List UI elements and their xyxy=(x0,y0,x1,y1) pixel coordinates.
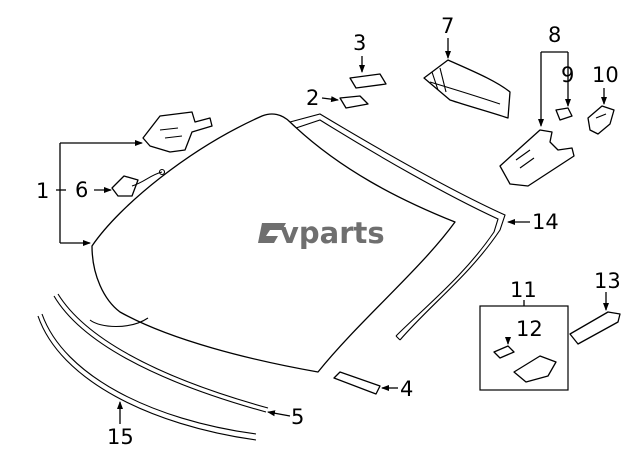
callout-1: 1 xyxy=(36,179,49,203)
rain-sensor[interactable] xyxy=(111,168,166,197)
lower-seal[interactable] xyxy=(37,313,257,441)
callout-2: 2 xyxy=(306,86,319,110)
lower-molding[interactable] xyxy=(53,293,269,413)
callout-12: 12 xyxy=(516,317,543,341)
inside-mirror[interactable] xyxy=(423,59,511,119)
callout-10: 10 xyxy=(592,63,619,87)
windshield-glass[interactable] xyxy=(91,113,456,373)
callout-5: 5 xyxy=(291,405,304,429)
callout-6: 6 xyxy=(75,178,88,202)
callout-7: 7 xyxy=(441,14,454,38)
watermark: vparts xyxy=(258,216,385,250)
callout-13: 13 xyxy=(594,269,621,293)
leader-lines xyxy=(56,38,609,424)
mirror-bracket[interactable] xyxy=(142,111,213,153)
part-11-module[interactable] xyxy=(513,355,557,383)
part-4-spacer[interactable] xyxy=(333,371,381,395)
callout-14: 14 xyxy=(532,210,559,234)
part-10-clip[interactable] xyxy=(587,105,615,135)
part-12-tape[interactable] xyxy=(493,345,515,359)
mirror-cover[interactable] xyxy=(499,129,575,187)
part-2-pad[interactable] xyxy=(339,95,369,109)
part-3-pad[interactable] xyxy=(349,73,387,89)
callout-labels: 1 2 3 4 5 6 7 8 9 10 11 12 13 14 15 xyxy=(36,14,621,449)
callout-15: 15 xyxy=(107,425,134,449)
ev-logo-icon xyxy=(258,223,286,243)
watermark-text: vparts xyxy=(280,216,385,250)
part-9-clip[interactable] xyxy=(555,107,573,121)
callout-3: 3 xyxy=(353,31,366,55)
part-13-cover[interactable] xyxy=(569,311,621,345)
callout-9: 9 xyxy=(561,63,574,87)
windshield-molding[interactable] xyxy=(289,113,506,341)
callout-11: 11 xyxy=(510,278,537,302)
callout-8: 8 xyxy=(548,23,561,47)
callout-4: 4 xyxy=(400,377,413,401)
